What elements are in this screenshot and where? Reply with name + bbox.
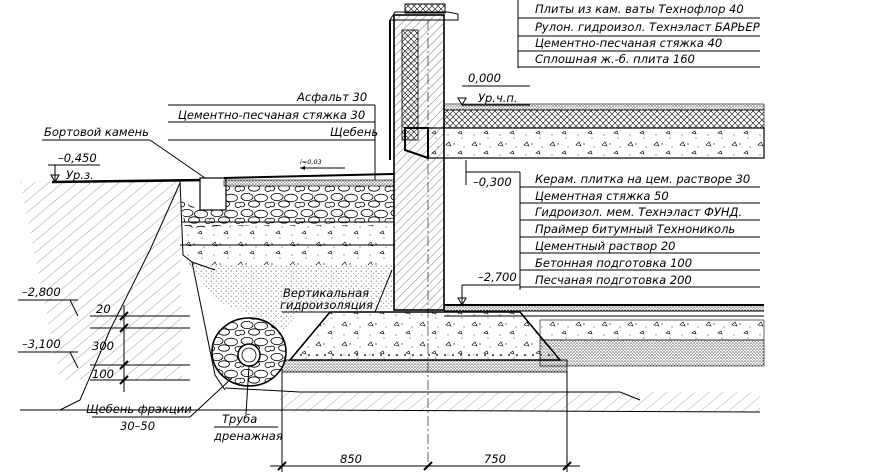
strip-footing [281, 311, 568, 373]
foundation-wall [389, 3, 459, 311]
level-ground-mark: Ур.з. [66, 168, 94, 182]
slope-label: i=0,03 [300, 158, 322, 166]
vertical-dimensions: 20 300 100 [90, 302, 190, 392]
curb-stone [199, 177, 227, 211]
waterproofing-label-2: гидроизоляция [280, 298, 373, 312]
wall-layer-4: Сплошная ж.-б. плита 160 [535, 52, 695, 66]
lower-floor-slab [444, 304, 765, 367]
curb-label: Бортовой камень [44, 125, 149, 139]
floor-layer-3: Гидроизол. мем. Технэласт ФУНД. [535, 205, 742, 219]
floor-layer-6: Бетонная подготовка 100 [535, 256, 692, 270]
drainage [211, 317, 287, 387]
level-minus-3100-label: –3,100 [22, 337, 61, 351]
ground-section [20, 178, 761, 413]
drain-label-1: Труба [222, 412, 257, 426]
wall-layer-3: Цементно-песчаная стяжка 40 [535, 36, 722, 50]
horizontal-dimensions: 850 750 [270, 372, 580, 472]
drain-callout: Труба дренажная [213, 365, 283, 443]
gravel-label-2: 30–50 [120, 419, 155, 433]
paving-layer-2: Цементно-песчаная стяжка 30 [178, 108, 365, 122]
paving-callout: Асфальт 30 Цементно-песчаная стяжка 30 Щ… [168, 90, 378, 180]
level-zero: 0,000 [468, 71, 501, 85]
dim-20: 20 [96, 302, 111, 316]
paving-layer-3: Щебень [330, 125, 378, 139]
level-minus-2700-label: –2,700 [478, 270, 517, 284]
backfill [180, 225, 395, 330]
wall-layers-callout: Плиты из кам. ваты Технофлор 40 Рулон. г… [517, 0, 760, 68]
paving-layer-1: Асфальт 30 [296, 90, 367, 104]
waterproofing-label-1: Вертикальная [283, 286, 369, 300]
drain-label-2: дренажная [213, 429, 283, 443]
floor-layer-7: Песчаная подготовка 200 [535, 273, 692, 287]
dim-750: 750 [484, 452, 506, 466]
upper-floor-slab [404, 103, 765, 160]
level-ground-label: –0,450 [58, 151, 97, 165]
dim-300: 300 [92, 339, 114, 353]
level-minus-0300: –0,300 [465, 160, 520, 189]
gravel-callout: Щебень фракции 30–50 [86, 377, 233, 433]
level-minus-2800-label: –2,800 [22, 285, 61, 299]
left-levels: –2,800 –3,100 [18, 285, 79, 369]
drain-pipe [237, 343, 261, 367]
waterproofing-callout: Вертикальная гидроизоляция [280, 269, 393, 313]
gravel-label-1: Щебень фракции [86, 402, 192, 416]
wall-layer-1: Плиты из кам. ваты Технофлор 40 [535, 2, 744, 16]
wall-layer-2: Рулон. гидроизол. Технэласт БАРЬЕР [535, 20, 760, 34]
level-floor-mark: Ур.ч.п. [478, 91, 518, 105]
floor-layer-2: Цементная стяжка 50 [535, 189, 669, 203]
level-ground: –0,450 Ур.з. [48, 151, 100, 184]
level-minus-0300-label: –0,300 [473, 175, 512, 189]
floor-layer-4: Праймер битумный Технониколь [535, 222, 735, 236]
dim-850: 850 [340, 452, 362, 466]
level-minus-2700: –2,700 [457, 270, 520, 307]
curb-callout: Бортовой камень [42, 125, 206, 179]
floor-layer-5: Цементный раствор 20 [535, 239, 675, 253]
floor-layers-callout: Керам. плитка на цем. растворе 30 Цемент… [519, 172, 760, 290]
floor-layer-1: Керам. плитка на цем. растворе 30 [535, 172, 750, 186]
paving: i=0,03 [180, 158, 395, 228]
level-0000: 0,000 Ур.ч.п. [457, 71, 530, 107]
dim-100: 100 [92, 367, 114, 381]
